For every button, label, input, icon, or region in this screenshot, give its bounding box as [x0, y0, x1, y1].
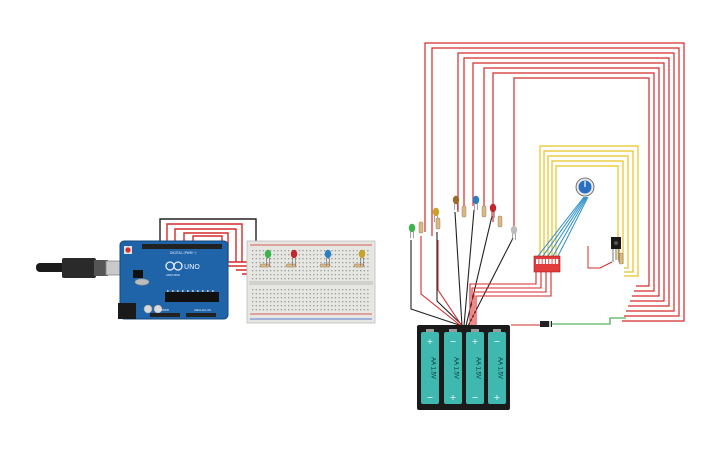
- led[interactable]: [358, 249, 366, 266]
- sensor-component[interactable]: [587, 237, 621, 269]
- battery-cell-label: AA 1.5V: [475, 357, 481, 379]
- breadboard-holes: [252, 250, 369, 311]
- battery-terminal-bottom: +: [494, 393, 501, 402]
- led-to-battery-wires[interactable]: [410, 209, 514, 327]
- right-circuit: + − AA 1.5V − + AA 1.5V + − AA 1.5V − + AA 1.5V: [408, 42, 685, 410]
- battery-terminal-top: −: [450, 337, 457, 346]
- board-brand-text: ARDUINO: [166, 273, 181, 277]
- battery-cell: + − AA 1.5V: [421, 329, 439, 404]
- potentiometer[interactable]: [575, 177, 595, 197]
- battery-terminal-bottom: −: [427, 393, 434, 402]
- yellow-wire-loops[interactable]: [539, 145, 639, 277]
- dip-switch[interactable]: [533, 255, 561, 273]
- atmega-chip: [165, 292, 219, 302]
- arduino-logo-icon: [165, 261, 183, 271]
- battery-terminal-top: −: [494, 337, 501, 346]
- led[interactable]: [264, 249, 272, 266]
- breadboard-leds[interactable]: [264, 249, 366, 266]
- battery-cell-label: AA 1.5V: [497, 357, 503, 379]
- analog-header-label: ANALOG IN: [194, 308, 211, 312]
- analog-header[interactable]: [186, 313, 216, 317]
- battery-terminal-top: +: [472, 337, 479, 346]
- battery-terminal-top: +: [427, 337, 434, 346]
- led[interactable]: [510, 225, 518, 240]
- arduino-uno-board[interactable]: DIGITAL (PWM~) UNO ARDUINO: [118, 240, 229, 320]
- digital-header[interactable]: [142, 244, 222, 249]
- dip-switch-wires[interactable]: [469, 272, 552, 326]
- battery-cell-label: AA 1.5V: [453, 357, 459, 379]
- usb-cable[interactable]: [36, 258, 133, 278]
- led[interactable]: [408, 223, 416, 238]
- reset-button[interactable]: [125, 247, 131, 253]
- circuit-resistors[interactable]: [418, 205, 624, 265]
- red-wire-loops[interactable]: [424, 42, 685, 322]
- power-jack[interactable]: [118, 303, 136, 319]
- circuit-leds[interactable]: [408, 195, 518, 240]
- power-header-label: POWER: [158, 308, 169, 312]
- battery-terminal-bottom: −: [472, 393, 479, 402]
- digital-header-label: DIGITAL (PWM~): [170, 251, 196, 255]
- battery-terminal-bottom: +: [450, 393, 457, 402]
- power-header[interactable]: [150, 313, 180, 317]
- battery-cell: + − AA 1.5V: [466, 329, 484, 404]
- breadboard-resistors[interactable]: [259, 263, 365, 268]
- led[interactable]: [489, 203, 497, 218]
- arduino-section: DIGITAL (PWM~) UNO ARDUINO: [36, 218, 376, 324]
- led[interactable]: [452, 195, 460, 210]
- battery-cells: + − AA 1.5V − + AA 1.5V + − AA 1.5V − + AA 1.5V: [421, 329, 506, 404]
- breadboard[interactable]: [246, 240, 376, 324]
- diode-wire[interactable]: [511, 317, 626, 327]
- board-logo-text: UNO: [184, 263, 200, 271]
- led[interactable]: [472, 195, 480, 210]
- potentiometer-wires[interactable]: [537, 196, 589, 257]
- battery-cell: − + AA 1.5V: [488, 329, 506, 404]
- led[interactable]: [324, 249, 332, 266]
- battery-cell: − + AA 1.5V: [444, 329, 462, 404]
- led[interactable]: [290, 249, 298, 266]
- battery-cell-label: AA 1.5V: [430, 357, 436, 379]
- battery-pack[interactable]: + − AA 1.5V − + AA 1.5V + − AA 1.5V − + AA 1.5V: [417, 325, 510, 410]
